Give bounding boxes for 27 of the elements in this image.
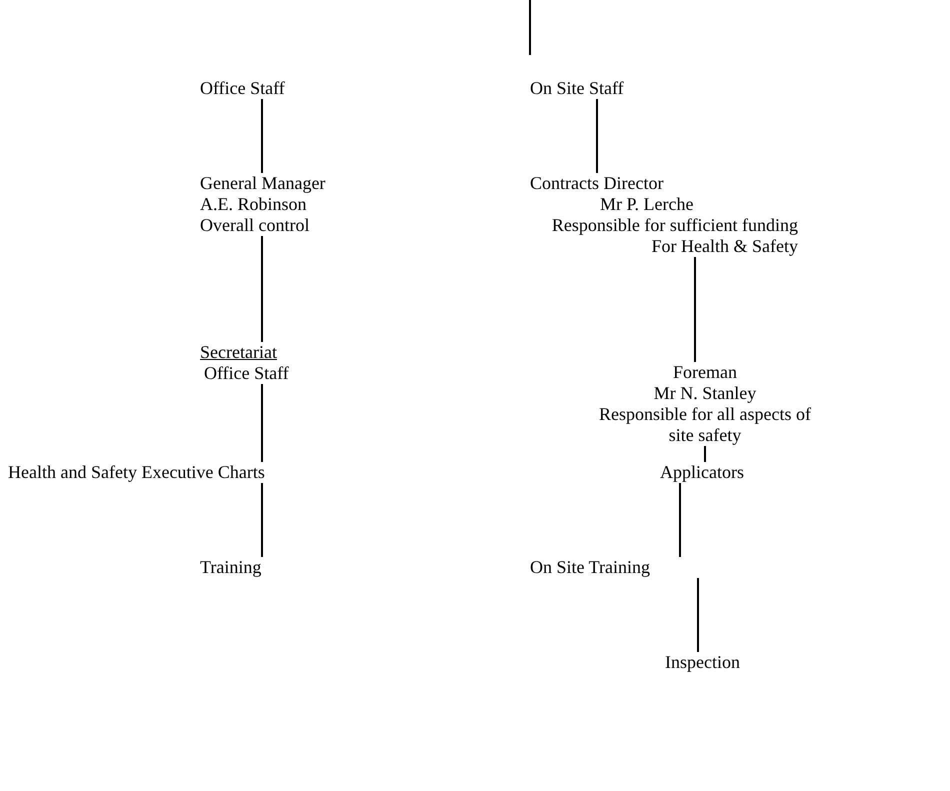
connector-line — [679, 483, 681, 557]
connector-line — [596, 99, 598, 173]
role-heading: Contracts Director — [530, 173, 664, 194]
connector-line — [697, 578, 699, 652]
node-label: Office Staff — [200, 78, 285, 99]
node-label: On Site Staff — [530, 78, 624, 99]
role-heading: Foreman — [672, 362, 738, 383]
connector-line — [261, 384, 263, 462]
connector-line — [704, 446, 706, 462]
node-label: On Site Training — [530, 557, 700, 578]
role-heading: Secretariat — [200, 342, 278, 363]
role-detail: Overall control — [200, 215, 310, 236]
role-heading: General Manager — [200, 173, 326, 194]
role-detail: Responsible for all aspects of site safety — [598, 404, 812, 446]
connector-line — [261, 99, 263, 173]
node-label: Training — [200, 557, 262, 578]
node-label: Health and Safety Executive Charts — [8, 462, 265, 483]
role-detail: Office Staff — [203, 363, 289, 384]
connector-line — [261, 483, 263, 557]
role-detail: Mr P. Lerche — [599, 194, 694, 215]
node-label: Applicators — [660, 462, 744, 483]
connector-line — [261, 236, 263, 342]
role-detail: Mr N. Stanley — [652, 383, 758, 404]
role-detail: Responsible for sufficient funding For Health & Safety — [550, 215, 798, 257]
node-label: Inspection — [665, 652, 740, 673]
role-detail: A.E. Robinson — [200, 194, 308, 215]
connector-line — [694, 257, 696, 362]
